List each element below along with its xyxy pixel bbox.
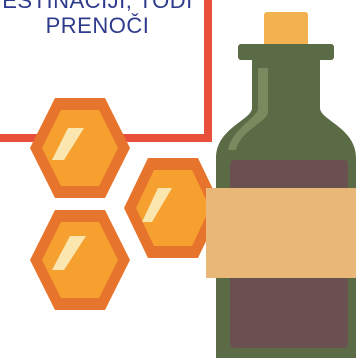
honeycomb-cell-bottom (30, 210, 130, 310)
bottle-cap (264, 12, 308, 46)
honeycomb-cell-top (30, 98, 130, 198)
bottle-icon (206, 12, 356, 358)
bottle-neck-ring (238, 44, 334, 60)
honeycomb-icon (30, 98, 222, 310)
bottle-label (206, 188, 356, 278)
caption: ESTINACIJI, TODI PRENOČI (0, 0, 195, 38)
caption-line-1: ESTINACIJI, TODI (2, 0, 193, 13)
bottle-highlight (228, 68, 268, 150)
caption-line-2: PRENOČI (45, 13, 150, 38)
honeycomb-cell-right (124, 158, 222, 258)
